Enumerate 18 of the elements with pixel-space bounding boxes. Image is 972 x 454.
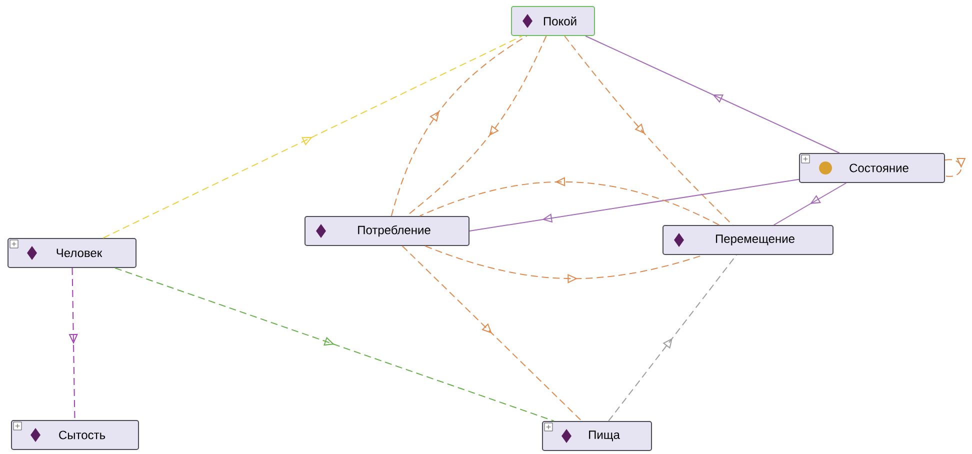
class-box: Человек — [8, 238, 136, 268]
arrow — [402, 246, 582, 422]
arrow — [390, 36, 528, 216]
arrow — [102, 36, 522, 238]
class-box: Потребление — [304, 216, 470, 246]
arrow — [773, 182, 847, 226]
class-box: Сытость — [11, 420, 139, 450]
arrow — [608, 254, 737, 422]
arrow — [564, 36, 734, 226]
arrow — [585, 36, 840, 154]
arrow — [114, 268, 554, 422]
arrow — [419, 177, 720, 226]
arrow — [469, 178, 800, 232]
class-box: Состояние — [799, 153, 945, 183]
class-box: Перемещение — [662, 225, 834, 255]
arrow — [944, 158, 966, 177]
class-box: Пища — [542, 421, 652, 451]
class-box: Покой — [511, 6, 595, 36]
